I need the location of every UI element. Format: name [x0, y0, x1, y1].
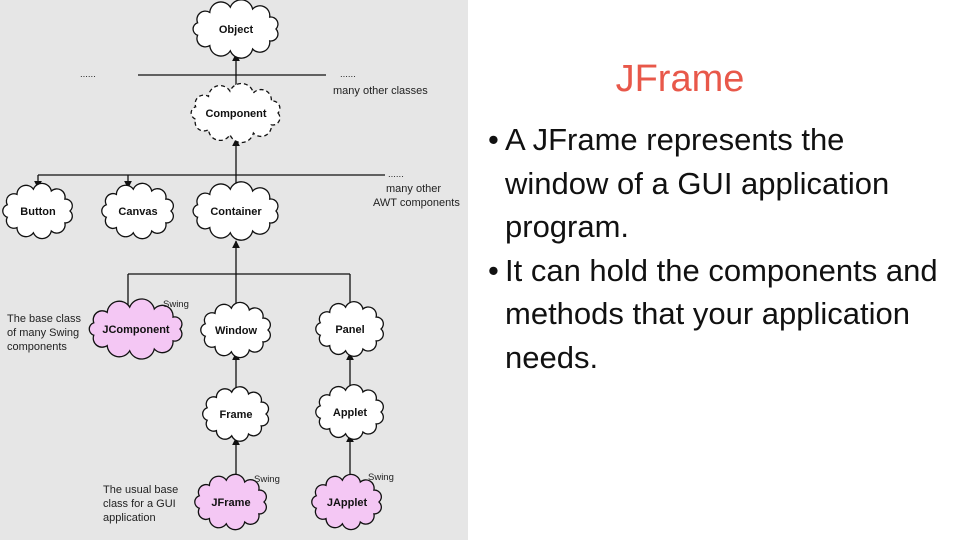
node-panel: Panel: [315, 301, 384, 357]
node-label: JApplet: [327, 497, 368, 509]
node-label: Frame: [219, 409, 252, 421]
jcomponent-note-line3: components: [7, 341, 67, 353]
many-other-awt-line1: many other: [386, 183, 441, 195]
node-label: Component: [205, 108, 266, 120]
cloud-shape: [311, 473, 382, 531]
node-object: Object: [192, 0, 279, 59]
cloud-shape: [192, 0, 279, 59]
node-window: Window: [200, 301, 271, 359]
node-applet: Applet: [315, 384, 384, 440]
node-japplet: JApplet: [311, 473, 382, 531]
node-button: Button: [2, 182, 73, 240]
node-jcomponent: JComponent: [88, 298, 183, 360]
cloud-shape: [315, 301, 384, 357]
swing-label-japplet: Swing: [368, 472, 394, 483]
jcomponent-note-line2: of many Swing: [7, 327, 79, 339]
cloud-shape: [2, 182, 73, 240]
jframe-note-line3: application: [103, 512, 156, 524]
dots-right: ......: [340, 69, 356, 80]
node-label: Object: [219, 24, 254, 36]
node-label: Canvas: [118, 206, 157, 218]
jframe-note-line2: class for a GUI: [103, 498, 176, 510]
cloud-shape: [101, 182, 174, 240]
cloud-shape: [200, 301, 271, 359]
jcomponent-note-line1: The base class: [7, 313, 81, 325]
cloud-shape: [315, 384, 384, 440]
bullet-item: A JFrame represents the window of a GUI …: [480, 118, 955, 249]
bullet-item: It can hold the components and methods t…: [480, 249, 955, 380]
slide-title: JFrame: [615, 58, 745, 100]
node-label: Panel: [335, 324, 364, 336]
cloud-shape: [202, 386, 270, 442]
cloud-nodes: Object Component Button Canvas Container…: [2, 0, 384, 531]
many-other-classes-label: many other classes: [333, 85, 428, 97]
cloud-shape: [192, 181, 279, 241]
class-hierarchy-diagram: ...... ...... ...... Object Component Bu…: [0, 0, 468, 540]
node-label: JFrame: [211, 497, 250, 509]
node-label: Applet: [333, 407, 368, 419]
node-canvas: Canvas: [101, 182, 174, 240]
node-jframe: JFrame: [194, 473, 267, 531]
node-label: JComponent: [102, 324, 170, 336]
node-label: Button: [20, 206, 56, 218]
connectors: [34, 53, 385, 479]
jframe-note-line1: The usual base: [103, 484, 178, 496]
node-frame: Frame: [202, 386, 270, 442]
node-container: Container: [192, 181, 279, 241]
slide-bullet-list: A JFrame represents the window of a GUI …: [480, 118, 955, 379]
dots-awt: ......: [388, 169, 404, 180]
cloud-shape: [194, 473, 267, 531]
swing-label-jcomponent: Swing: [163, 299, 189, 310]
diagram-canvas: ...... ...... ...... Object Component Bu…: [2, 0, 460, 531]
cloud-shape: [88, 298, 183, 360]
swing-label-jframe: Swing: [254, 474, 280, 485]
node-label: Container: [210, 206, 262, 218]
dots-left: ......: [80, 69, 96, 80]
node-component: Component: [190, 82, 281, 144]
many-other-awt-line2: AWT components: [373, 197, 460, 209]
node-label: Window: [215, 325, 257, 337]
cloud-shape: [190, 82, 281, 144]
